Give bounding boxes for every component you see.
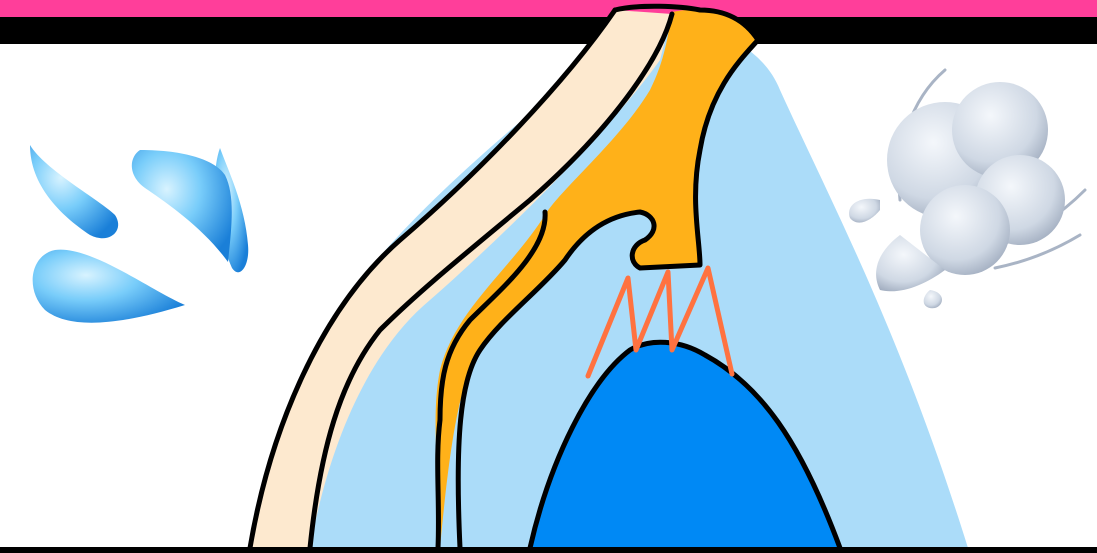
dashing-away-cloud-icon — [849, 70, 1085, 308]
bottom-black-line — [0, 547, 1097, 553]
sweat-droplets-icon — [30, 145, 248, 323]
